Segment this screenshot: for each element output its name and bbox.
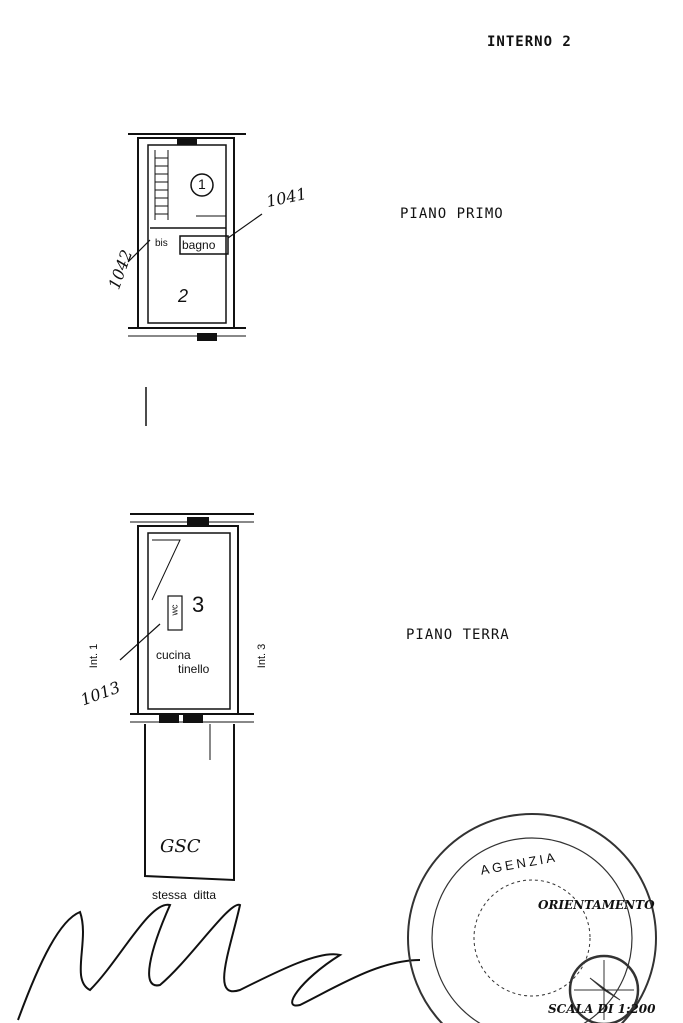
room-3-label: 3 [192, 592, 205, 617]
bath-prefix-label: bis [155, 238, 168, 249]
yard-label: GSC [160, 836, 201, 857]
kitchen-label: cucina [156, 648, 191, 662]
upper-floor-label: PIANO PRIMO [400, 206, 504, 222]
ground-floor-label: PIANO TERRA [406, 627, 510, 643]
room-1-label: 1 [198, 176, 206, 192]
bath-label: bagno [182, 238, 216, 252]
stamp-orientation-text: ORIENTAMENTO [538, 898, 655, 912]
yard-caption: stessa ditta [152, 888, 217, 902]
neighbor-left-label: Int. 1 [88, 643, 101, 669]
stamp-scale-text: SCALA DI 1:200 [548, 1002, 656, 1016]
wc-label: wc [169, 604, 180, 616]
neighbor-right-label: Int. 3 [256, 643, 269, 669]
room-2-label: 2 [178, 286, 189, 306]
page-title: INTERNO 2 [487, 34, 572, 50]
kitchen2-label: tinello [178, 662, 210, 676]
